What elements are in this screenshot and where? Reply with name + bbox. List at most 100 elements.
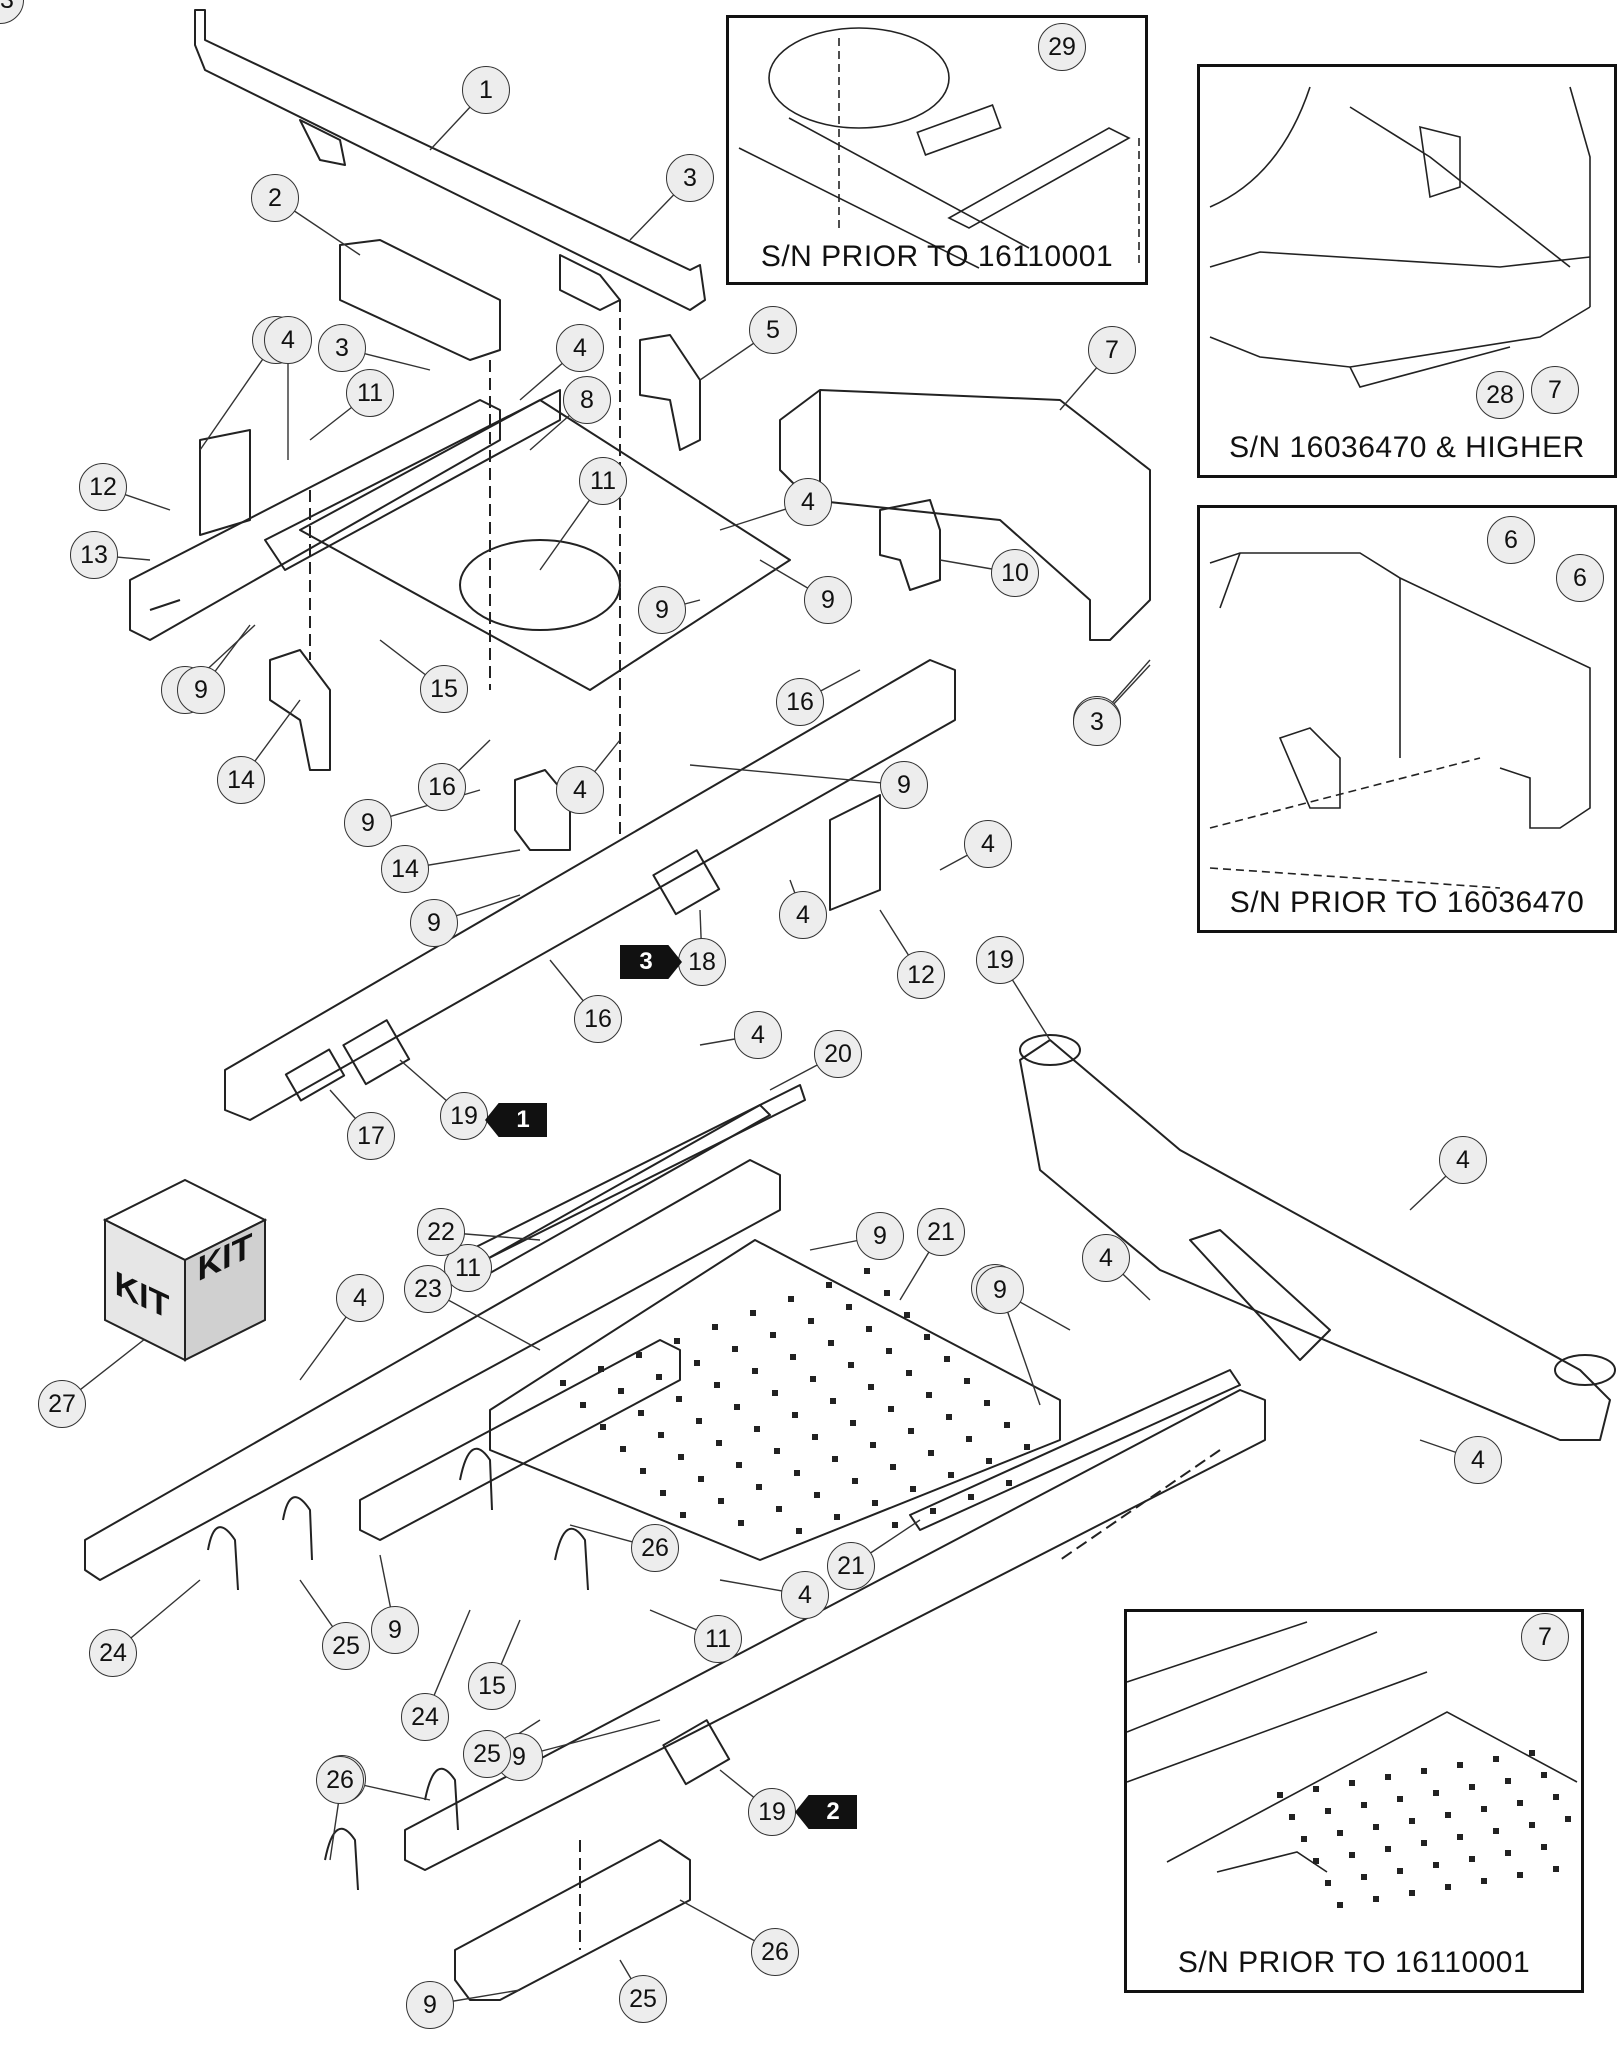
callout-4: 4 — [264, 316, 312, 364]
perforation-hole — [964, 1378, 970, 1384]
perforation-hole — [1469, 1856, 1475, 1862]
perforation-hole — [906, 1370, 912, 1376]
perforation-hole — [1385, 1774, 1391, 1780]
perforation-hole — [910, 1486, 916, 1492]
inset-sn-prior-16110001-top: S/N PRIOR TO 16110001 — [726, 15, 1148, 285]
callout-11: 11 — [579, 457, 627, 505]
perforation-hole — [678, 1454, 684, 1460]
callout-4: 4 — [781, 1571, 829, 1619]
callout-14: 14 — [381, 845, 429, 893]
perforation-hole — [904, 1312, 910, 1318]
callout-4: 4 — [964, 820, 1012, 868]
perforation-hole — [810, 1376, 816, 1382]
perforation-hole — [866, 1326, 872, 1332]
callout-25: 25 — [322, 1622, 370, 1670]
perforation-hole — [1517, 1872, 1523, 1878]
perforation-hole — [828, 1340, 834, 1346]
callout-9: 9 — [371, 1606, 419, 1654]
callout-9: 9 — [976, 1266, 1024, 1314]
perforation-hole — [1541, 1772, 1547, 1778]
callout-4: 4 — [779, 891, 827, 939]
perforation-hole — [750, 1310, 756, 1316]
callout-21: 21 — [917, 1208, 965, 1256]
callout-1: 1 — [462, 66, 510, 114]
callout-9: 9 — [410, 899, 458, 947]
perforation-hole — [598, 1366, 604, 1372]
perforation-hole — [788, 1296, 794, 1302]
perforation-hole — [864, 1268, 870, 1274]
perforation-hole — [884, 1290, 890, 1296]
callout-9: 9 — [638, 586, 686, 634]
callout-4: 4 — [556, 324, 604, 372]
callout-4: 4 — [336, 1274, 384, 1322]
callout-9: 9 — [856, 1212, 904, 1260]
perforation-hole — [752, 1368, 758, 1374]
callout-29: 29 — [1038, 23, 1086, 71]
callout-10: 10 — [991, 549, 1039, 597]
callout-14: 14 — [217, 756, 265, 804]
callout-16: 16 — [776, 678, 824, 726]
perforation-hole — [638, 1410, 644, 1416]
perforation-hole — [732, 1346, 738, 1352]
perforation-hole — [754, 1426, 760, 1432]
perforation-hole — [890, 1464, 896, 1470]
perforation-hole — [656, 1374, 662, 1380]
perforation-hole — [1493, 1756, 1499, 1762]
perforation-hole — [1541, 1844, 1547, 1850]
perforation-hole — [948, 1472, 954, 1478]
perforation-hole — [676, 1396, 682, 1402]
perforation-hole — [944, 1356, 950, 1362]
perforation-hole — [1565, 1816, 1571, 1822]
leader-line — [518, 1719, 661, 1758]
inset-caption: S/N PRIOR TO 16110001 — [1177, 1946, 1531, 1979]
perforation-hole — [892, 1522, 898, 1528]
perforation-hole — [1349, 1780, 1355, 1786]
perforation-hole — [714, 1382, 720, 1388]
perforation-hole — [694, 1360, 700, 1366]
perforation-hole — [966, 1436, 972, 1442]
perforation-hole — [868, 1384, 874, 1390]
inset-callout-28: 28 — [1476, 371, 1524, 419]
perforation-hole — [696, 1418, 702, 1424]
perforation-hole — [1457, 1762, 1463, 1768]
perforation-hole — [834, 1514, 840, 1520]
perforation-hole — [1481, 1878, 1487, 1884]
perforation-hole — [848, 1362, 854, 1368]
perforation-hole — [1337, 1902, 1343, 1908]
perforation-hole — [850, 1420, 856, 1426]
perforation-hole — [1481, 1806, 1487, 1812]
perforation-hole — [716, 1440, 722, 1446]
perforation-hole — [680, 1512, 686, 1518]
callout-3: 3 — [1073, 698, 1121, 746]
perforation-hole — [718, 1498, 724, 1504]
perforation-hole — [640, 1468, 646, 1474]
perforation-hole — [660, 1490, 666, 1496]
perforation-hole — [794, 1470, 800, 1476]
perforation-hole — [946, 1414, 952, 1420]
perforation-hole — [808, 1318, 814, 1324]
callout-19: 19 — [748, 1788, 796, 1836]
callout-9: 9 — [406, 1981, 454, 2029]
callout-26: 26 — [631, 1524, 679, 1572]
perforation-hole — [1277, 1792, 1283, 1798]
perforation-hole — [1469, 1784, 1475, 1790]
callout-4: 4 — [556, 766, 604, 814]
inset-callout-7: 7 — [1531, 366, 1579, 414]
note-tag-3: 3 — [620, 945, 682, 979]
callout-23: 23 — [404, 1265, 452, 1313]
callout-25: 25 — [463, 1730, 511, 1778]
inset-sn-prior-16036470: S/N PRIOR TO 16036470 — [1197, 505, 1617, 933]
perforation-hole — [1505, 1778, 1511, 1784]
callout-15: 15 — [468, 1662, 516, 1710]
perforation-hole — [924, 1334, 930, 1340]
perforation-hole — [1553, 1866, 1559, 1872]
perforation-hole — [870, 1442, 876, 1448]
perforation-hole — [1337, 1830, 1343, 1836]
callout-2: 2 — [251, 174, 299, 222]
perforation-hole — [1445, 1884, 1451, 1890]
perforation-hole — [1421, 1840, 1427, 1846]
callout-3: 3 — [318, 324, 366, 372]
perforation-hole — [928, 1450, 934, 1456]
perforation-hole — [1373, 1824, 1379, 1830]
